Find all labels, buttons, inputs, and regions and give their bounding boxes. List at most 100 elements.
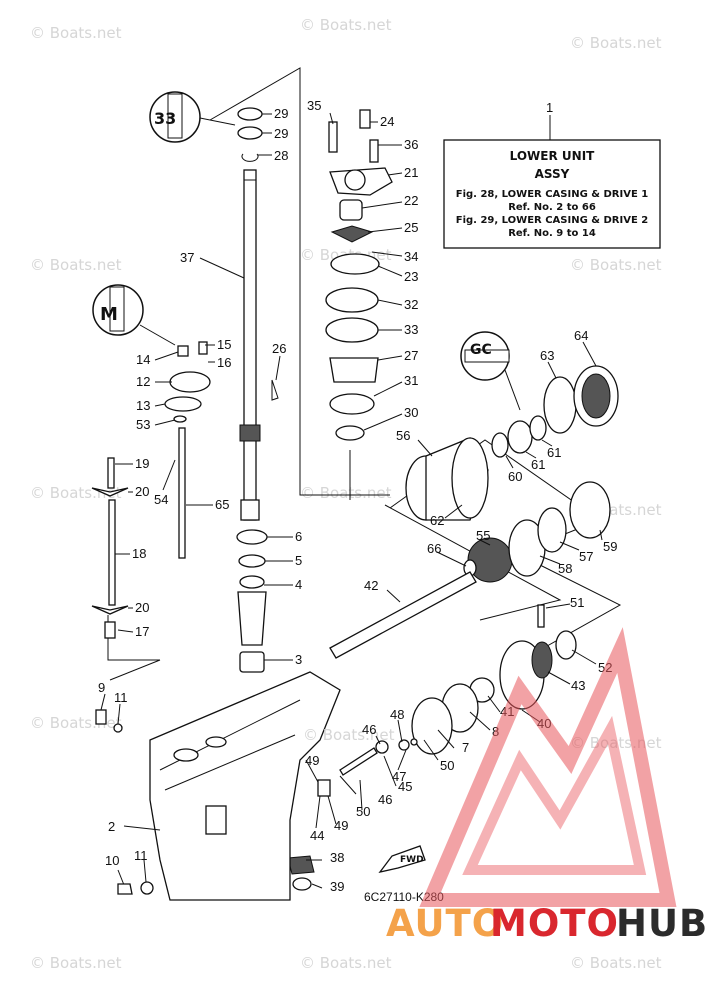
callout-44: 44 [310,828,324,843]
callout-12: 12 [136,374,150,389]
callout-29a: 29 [274,106,288,121]
callout-57: 57 [579,549,593,564]
callout-19: 19 [135,456,149,471]
watermark: © Boats.net [570,34,662,52]
callout-49a: 49 [305,753,319,768]
shift-rod-assembly [91,341,211,733]
callout-17: 17 [135,624,149,639]
logo-part-auto: AUTO [386,902,504,945]
callout-49b: 49 [334,818,348,833]
callout-62: 62 [430,513,444,528]
title-box-line1: Fig. 28, LOWER CASING & DRIVE 1 [456,189,648,200]
callout-22: 22 [404,193,418,208]
watermark: © Boats.net [30,954,122,972]
title-box-line4: Ref. No. 9 to 14 [508,228,596,239]
callout-38: 38 [330,850,344,865]
callout-31: 31 [404,373,418,388]
title-box-ref: 1 [546,100,553,115]
callout-11b: 11 [134,848,148,863]
logo-part-moto: MOTO [490,902,619,945]
callout-55: 55 [476,528,490,543]
callout-60: 60 [508,469,522,484]
callout-20b: 20 [135,600,149,615]
badge-33: 33 [149,91,236,143]
callout-45: 45 [398,779,412,794]
callout-11a: 11 [114,690,128,705]
watermark: © Boats.net [300,484,392,502]
watermark: © Boats.net [300,16,392,34]
callout-21: 21 [404,165,418,180]
fwd-label: FWD [400,855,424,865]
callout-46b: 46 [378,792,392,807]
lower-casing [149,671,341,901]
svg-text:33: 33 [154,109,176,128]
callout-36: 36 [404,137,418,152]
watermark: © Boats.net [570,954,662,972]
callout-53: 53 [136,417,150,432]
title-box-title: LOWER UNIT [510,149,596,163]
callout-46a: 46 [362,722,376,737]
callout-50b: 50 [356,804,370,819]
automotohub-logo: AUTO MOTO HUB [386,627,708,945]
forward-gear-group [463,481,611,583]
title-box-subtitle: ASSY [535,167,570,181]
watermark: © Boats.net [30,714,122,732]
callout-56: 56 [396,428,410,443]
callout-39: 39 [330,879,344,894]
callout-43: 43 [571,678,585,693]
misc-parts-bottom [117,881,154,895]
callout-13: 13 [136,398,150,413]
callout-34: 34 [404,249,418,264]
callout-47: 47 [392,769,406,784]
callout-26: 26 [272,341,286,356]
callout-37: 37 [180,250,194,265]
callout-labels: 29 29 28 35 24 36 21 22 25 34 23 32 33 2… [98,98,617,894]
callout-9: 9 [98,680,105,695]
title-box-line2: Ref. No. 2 to 66 [508,202,596,213]
callout-32: 32 [404,297,418,312]
fwd-arrow: FWD [378,845,426,874]
callout-65: 65 [215,497,229,512]
watermark: © Boats.net [30,256,122,274]
callout-63: 63 [540,348,554,363]
callout-30: 30 [404,405,418,420]
drive-shaft-assembly [237,107,279,521]
callout-18: 18 [132,546,146,561]
callout-3: 3 [295,652,302,667]
propshaft-housing [405,365,619,521]
water-pump-stack [325,109,393,441]
center-watermark: © Boats.net [303,726,395,744]
callout-6: 6 [295,529,302,544]
callout-66: 66 [427,541,441,556]
propeller-shaft [329,571,577,755]
watermark: © Boats.net [30,24,122,42]
callout-54: 54 [154,492,168,507]
callout-7: 7 [462,740,469,755]
callout-64: 64 [574,328,588,343]
callout-10: 10 [105,853,119,868]
callout-2: 2 [108,819,115,834]
badge-M: M [92,284,176,346]
watermark: © Boats.net [570,256,662,274]
watermark: © Boats.net [300,954,392,972]
badge-GC: GC [460,331,521,411]
callout-51: 51 [570,595,584,610]
callout-20a: 20 [135,484,149,499]
callout-33: 33 [404,322,418,337]
callout-4: 4 [295,577,302,592]
callout-25: 25 [404,220,418,235]
bearing-stack [236,529,268,673]
leader-lines [100,112,603,889]
callout-14: 14 [136,352,150,367]
title-box: 1 LOWER UNIT ASSY Fig. 28, LOWER CASING … [443,100,661,249]
callout-48: 48 [390,707,404,722]
callout-61a: 61 [531,457,545,472]
callout-61b: 61 [547,445,561,460]
logo-part-hub: HUB [616,902,708,945]
callout-27: 27 [404,348,418,363]
callout-50a: 50 [440,758,454,773]
callout-24: 24 [380,114,394,129]
svg-text:M: M [100,304,118,325]
svg-text:GC: GC [470,342,492,358]
